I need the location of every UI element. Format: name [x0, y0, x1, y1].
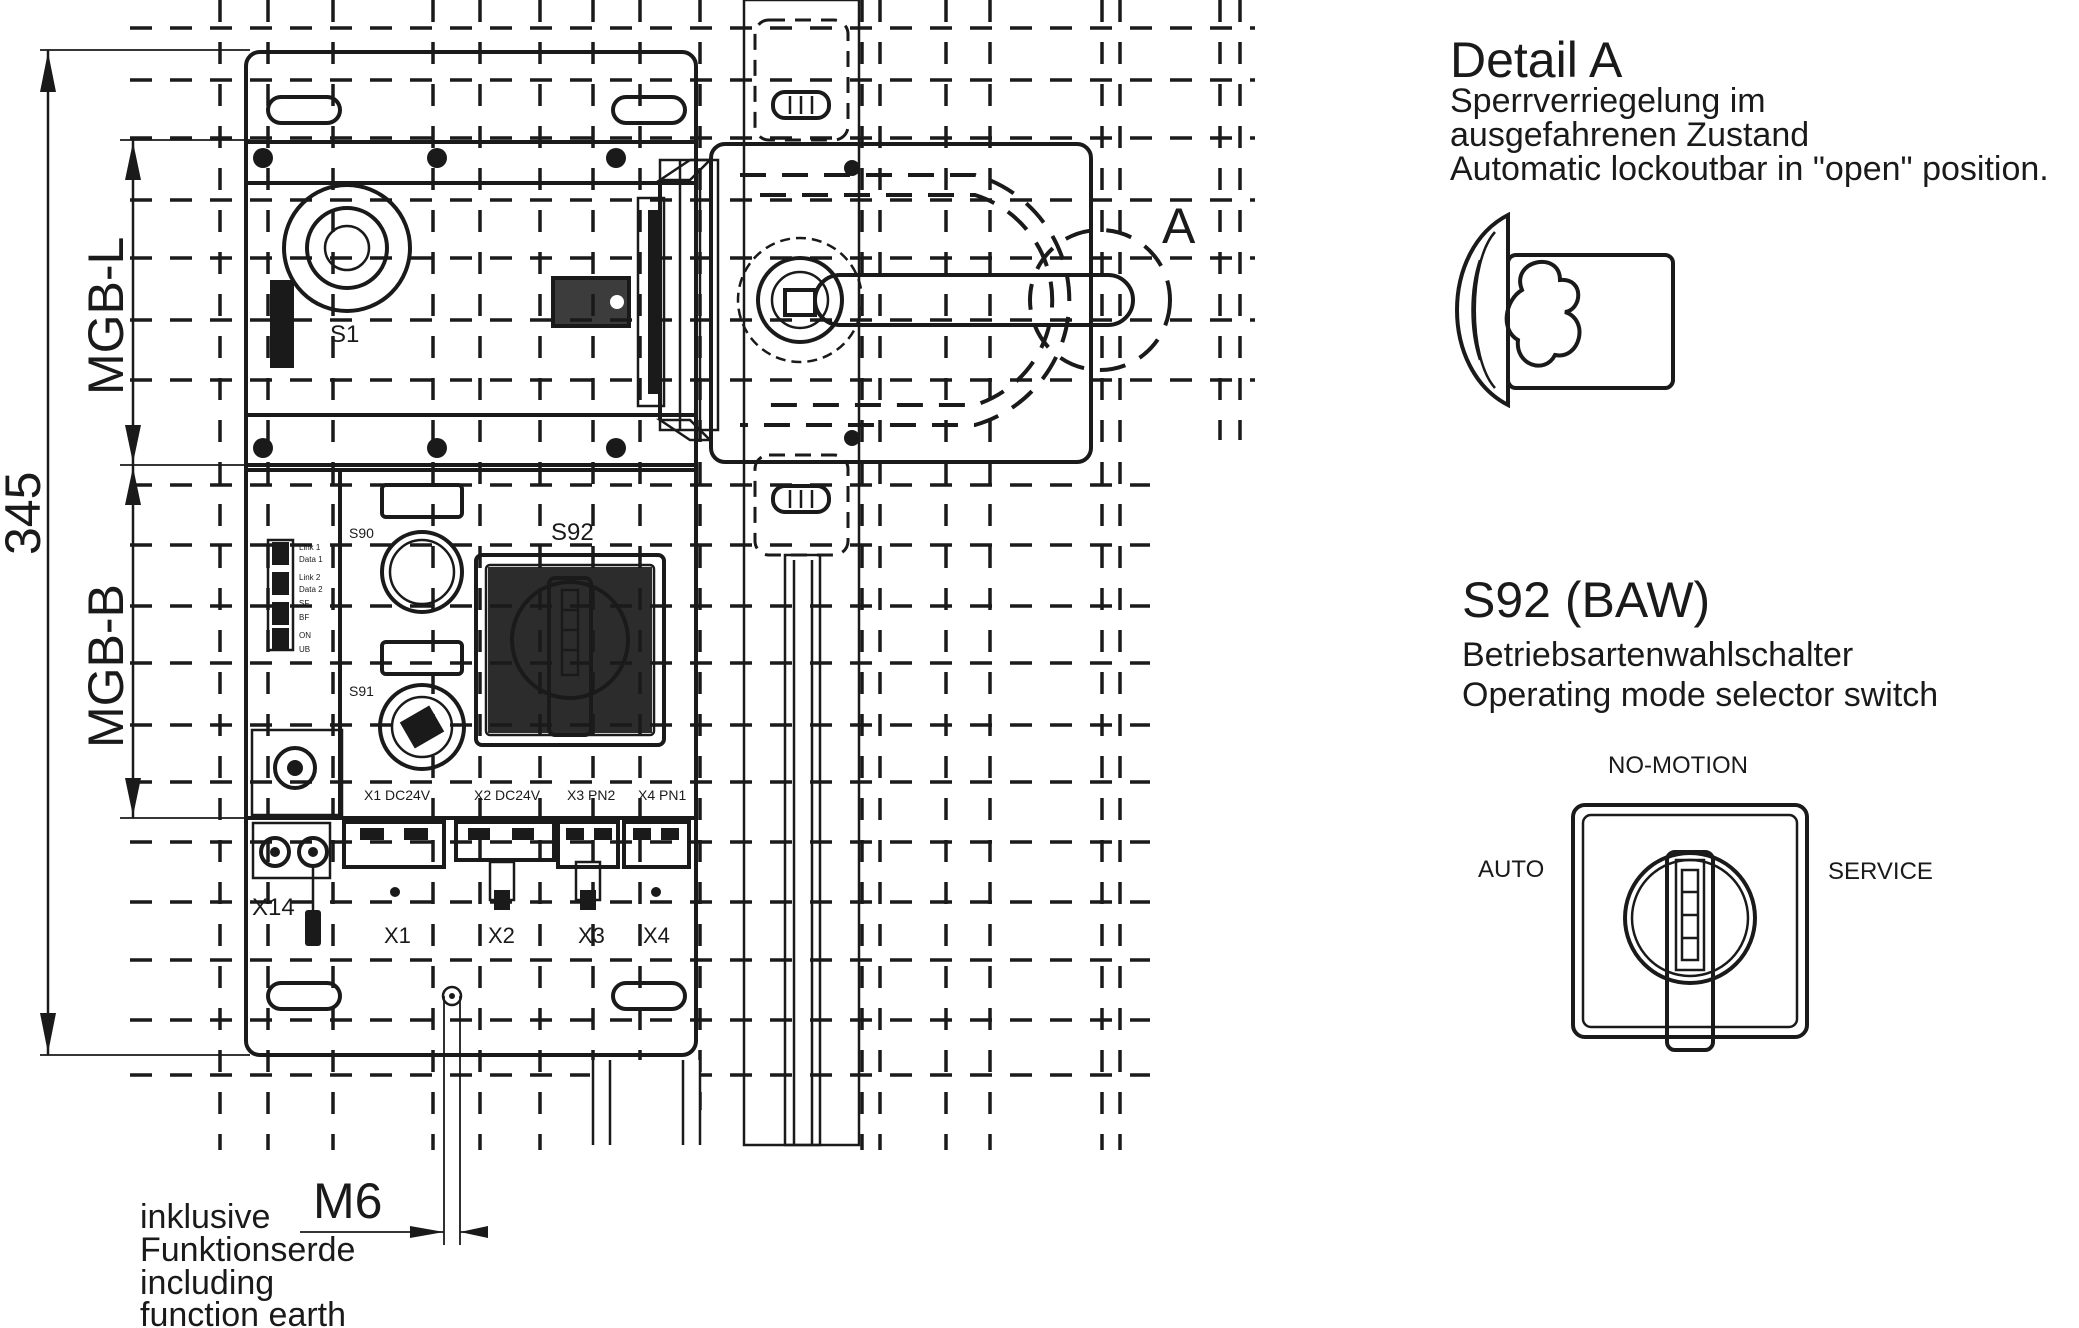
s90-label: S90: [349, 525, 374, 541]
detail-a-line1: Sperrverriegelung im: [1450, 82, 1766, 120]
selector-switch-front-view: [1571, 803, 1809, 1052]
mounting-rail: [590, 0, 861, 1147]
svg-text:Link 1: Link 1: [299, 543, 321, 552]
led-labels: Link 1 Data 1 Link 2 Data 2 SF BF ON UB: [299, 543, 323, 654]
svg-text:X1: X1: [384, 923, 411, 948]
port-labels: X1 X2 X3 X4: [384, 923, 670, 948]
svg-text:Link 2: Link 2: [299, 573, 321, 582]
m6-label: M6: [313, 1173, 382, 1229]
s1-emergency-stop: [270, 183, 412, 368]
dimension-total: [40, 49, 250, 1056]
svg-text:X1 DC24V: X1 DC24V: [364, 787, 431, 803]
s92-detail-line2: Operating mode selector switch: [1462, 676, 1938, 714]
svg-text:including: including: [140, 1264, 274, 1302]
s92-label: S92: [551, 519, 594, 546]
svg-text:function earth: function earth: [140, 1296, 346, 1328]
background-grid: [130, 0, 1255, 1150]
svg-text:X3: X3: [578, 923, 605, 948]
dimension-mgb-b-label: MGB-B: [78, 584, 134, 748]
s1-label: S1: [330, 321, 359, 348]
position-auto-label: AUTO: [1478, 856, 1544, 883]
x14-label: X14: [252, 894, 295, 921]
dimension-mgb-l-label: MGB-L: [78, 237, 134, 395]
s92-selector-switch: [474, 553, 666, 747]
svg-text:X2 DC24V: X2 DC24V: [474, 787, 541, 803]
position-service-label: SERVICE: [1828, 858, 1933, 885]
port-headers: X1 DC24V X2 DC24V X3 PN2 X4 PN1: [364, 787, 686, 803]
detail-a-line2: ausgefahrenen Zustand: [1450, 116, 1809, 154]
s90-button: [380, 483, 464, 614]
svg-text:X2: X2: [488, 923, 515, 948]
connector-strip: [251, 820, 691, 946]
svg-text:X4: X4: [643, 923, 670, 948]
device-body: [244, 50, 698, 1057]
svg-text:SF: SF: [299, 599, 309, 608]
dimension-345-label: 345: [0, 472, 51, 555]
svg-text:ON: ON: [299, 631, 311, 640]
dimension-mgb-b: [120, 465, 250, 819]
svg-text:BF: BF: [299, 613, 309, 622]
svg-text:X4 PN1: X4 PN1: [638, 787, 686, 803]
s91-label: S91: [349, 683, 374, 699]
svg-text:Funktionserde: Funktionserde: [140, 1231, 355, 1269]
s91-key-switch: [378, 640, 466, 771]
svg-text:X3 PN2: X3 PN2: [567, 787, 615, 803]
s92-detail-line1: Betriebsartenwahlschalter: [1462, 636, 1853, 674]
lockout-bar-illustration: [1455, 211, 1675, 409]
earth-note: inklusive Funktionserde including functi…: [140, 1198, 355, 1328]
position-no-motion-label: NO-MOTION: [1608, 752, 1748, 779]
earth-screw: [300, 985, 488, 1245]
detail-a-title: Detail A: [1450, 32, 1623, 88]
svg-text:UB: UB: [299, 645, 310, 654]
detail-a-line3: Automatic lockoutbar in "open" position.: [1450, 150, 2049, 188]
callout-a-label: A: [1162, 198, 1196, 254]
handle-module: [551, 196, 666, 408]
s92-detail-title: S92 (BAW): [1462, 572, 1710, 628]
svg-text:Data 1: Data 1: [299, 555, 323, 564]
bus-module: [250, 538, 344, 817]
svg-text:inklusive: inklusive: [140, 1198, 270, 1236]
door-handle-assembly: [655, 142, 1172, 464]
svg-text:Data 2: Data 2: [299, 585, 323, 594]
dimension-mgb-l: [120, 139, 250, 466]
